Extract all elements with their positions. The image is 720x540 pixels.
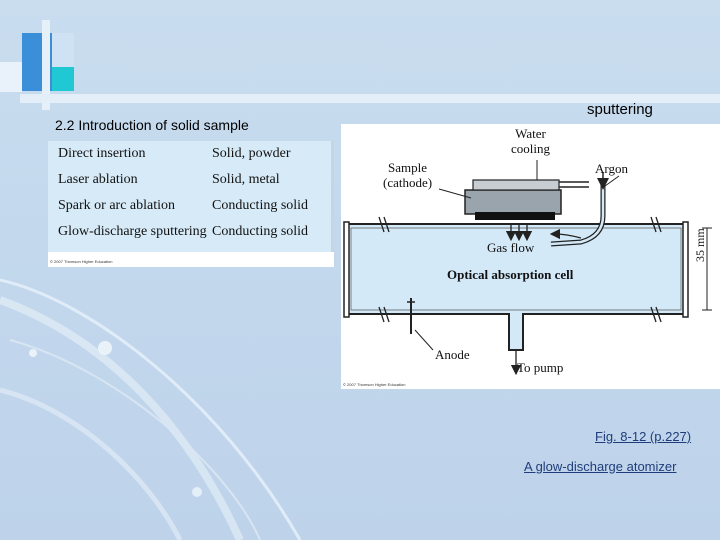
label-gas-flow: Gas flow xyxy=(487,240,535,255)
figure-reference-link[interactable]: Fig. 8-12 (p.227) xyxy=(595,429,692,444)
sample-cathode xyxy=(475,212,555,220)
table-cell-sample: Conducting solid xyxy=(212,224,309,239)
decor-square-white xyxy=(0,62,22,92)
sputtering-heading: sputtering xyxy=(587,101,653,118)
diagram-copyright: © 2007 Thomson Higher Education xyxy=(343,382,406,387)
label-to-pump: To pump xyxy=(517,360,564,375)
table-cell-method: Direct insertion xyxy=(58,146,146,161)
section-heading: 2.2 Introduction of solid sample xyxy=(55,117,249,133)
table-body: Direct insertion Solid, powder Laser abl… xyxy=(48,141,334,252)
table-cell-method: Spark or arc ablation xyxy=(58,198,176,213)
diagram-drawing xyxy=(343,160,712,376)
decor-horizontal-bar xyxy=(20,94,720,103)
label-optical-cell: Optical absorption cell xyxy=(447,267,574,282)
decor-swoosh xyxy=(0,278,302,540)
table-cell-sample: Conducting solid xyxy=(212,198,309,213)
sample-methods-table: Direct insertion Solid, powder Laser abl… xyxy=(48,141,334,267)
label-dimension: 35 mm xyxy=(693,228,707,262)
sample-holder xyxy=(464,189,562,215)
label-sample-cathode: Sample (cathode) xyxy=(383,160,433,190)
label-anode: Anode xyxy=(435,347,470,362)
glow-discharge-diagram: Water cooling Sample (cathode) Argon Gas… xyxy=(341,124,720,389)
decor-vertical-bar xyxy=(42,20,50,110)
label-argon: Argon xyxy=(595,161,628,176)
table-cell-method: Glow-discharge sputtering xyxy=(58,224,207,239)
figure-title-link[interactable]: A glow-discharge atomizer xyxy=(524,459,677,474)
decor-square-teal xyxy=(52,67,74,91)
table-copyright: © 2007 Thomson Higher Education xyxy=(50,259,113,264)
table-cell-method: Laser ablation xyxy=(58,172,138,187)
table-cell-sample: Solid, powder xyxy=(212,146,291,161)
table-cell-sample: Solid, metal xyxy=(212,172,280,187)
label-water-cooling: Water cooling xyxy=(511,126,550,156)
